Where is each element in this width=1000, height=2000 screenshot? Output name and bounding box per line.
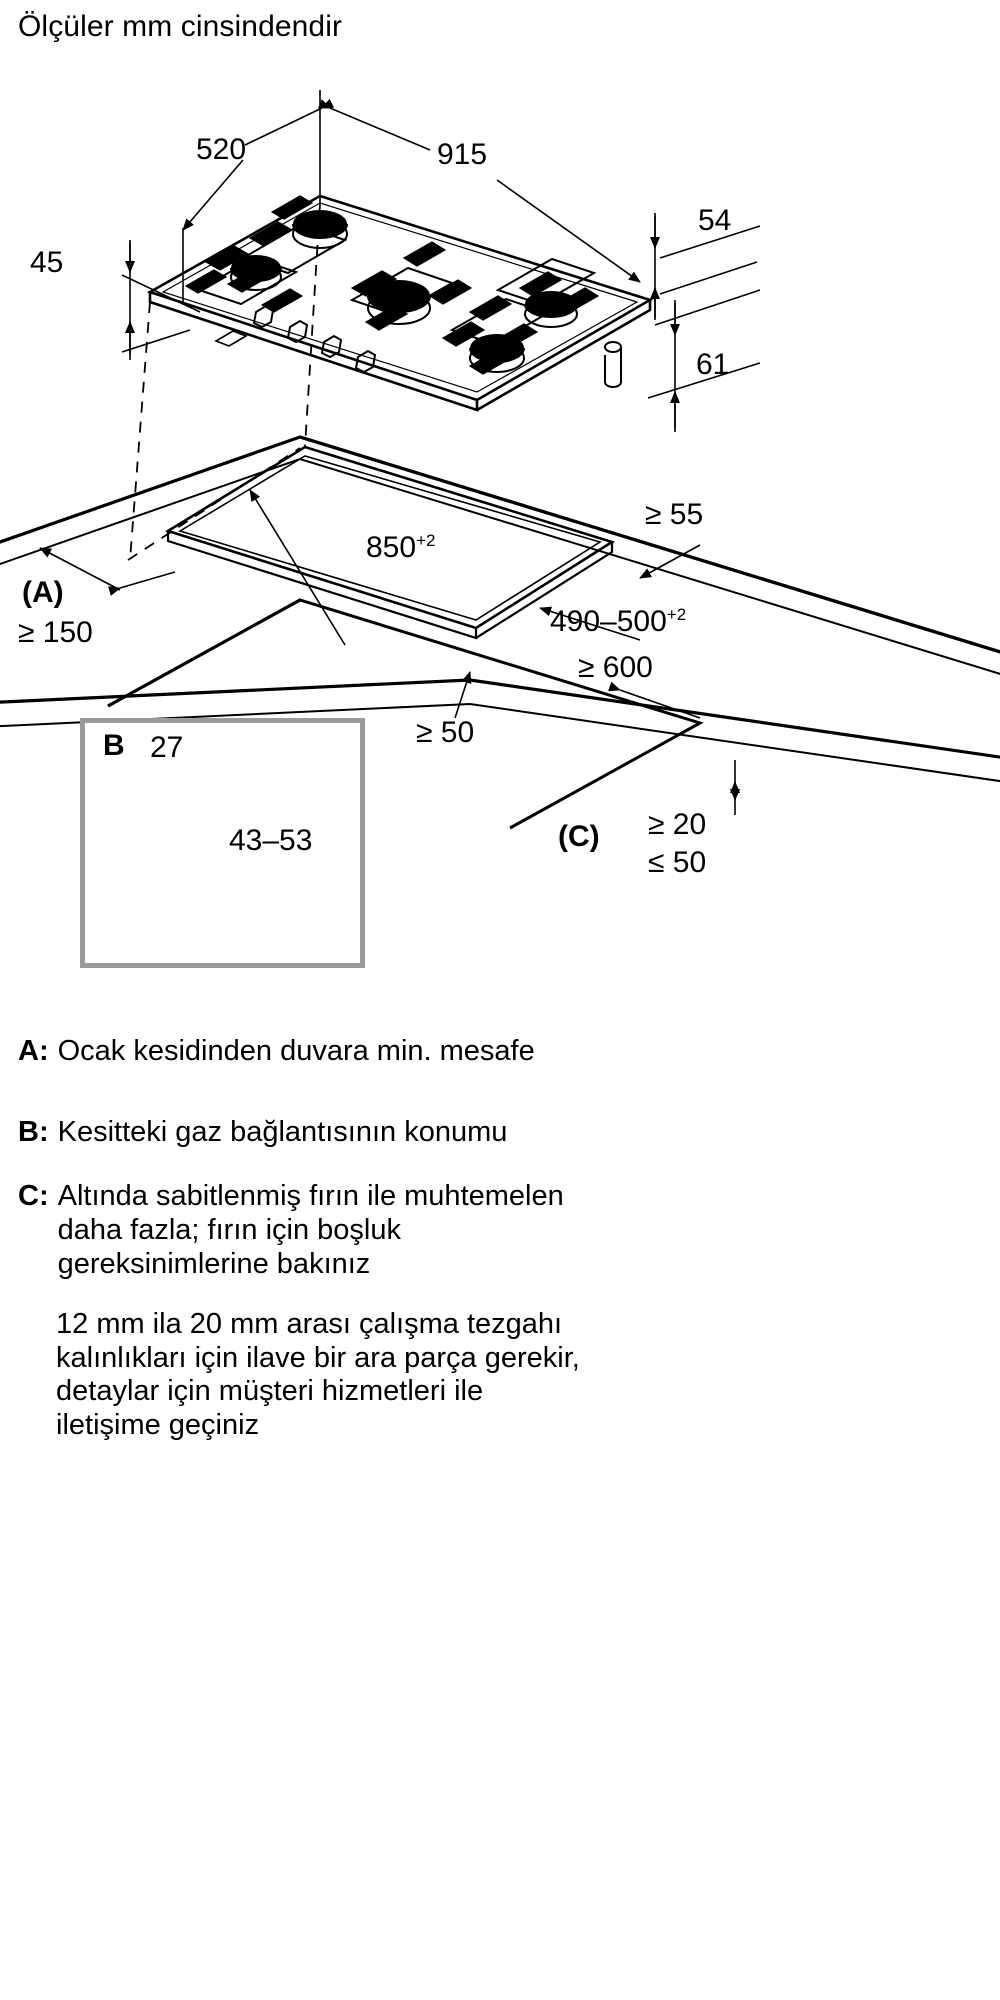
legend-row-a: A: Ocak kesidinden duvara min. mesafe xyxy=(18,1035,778,1069)
legend-row-b: B: Kesitteki gaz bağlantısının konumu xyxy=(18,1116,778,1150)
dim-cutout-width-tolerance: +2 xyxy=(416,531,436,550)
legend-block: A: Ocak kesidinden duvara min. mesafe B:… xyxy=(18,1035,778,1443)
dim-front-min-50: ≥ 50 xyxy=(416,716,475,749)
dim-depth-520: 520 xyxy=(196,133,247,166)
legend-note-line2: kalınlıkları için ilave bir ara parça ge… xyxy=(56,1341,580,1374)
dim-c-min-20: ≥ 20 xyxy=(648,808,707,841)
legend-row-c: C: Altında sabitlenmiş fırın ile muhteme… xyxy=(18,1180,778,1282)
page-title: Ölçüler mm cinsindendir xyxy=(18,10,343,43)
dim-body-height-61: 61 xyxy=(696,348,730,381)
detail-b-label: B xyxy=(103,729,125,762)
countertop-isometric xyxy=(0,204,1000,830)
dimension-lines-cutout xyxy=(39,489,740,815)
legend-note-line4: iletişime geçiniz xyxy=(56,1409,260,1442)
legend-text-c-line3: gereksinimlerine bakınız xyxy=(57,1247,371,1280)
legend-text-a: Ocak kesidinden duvara min. mesafe xyxy=(57,1035,535,1067)
detail-b-dim-27: 27 xyxy=(150,731,184,764)
label-c: (C) xyxy=(558,820,600,853)
dim-c-max-50: ≤ 50 xyxy=(648,846,707,879)
dim-cutout-depth-value: 490–500 xyxy=(550,605,667,638)
dim-width-915: 915 xyxy=(437,138,488,171)
dim-cutout-width-value: 850 xyxy=(366,531,417,564)
legend-note: 12 mm ila 20 mm arası çalışma tezgahı ka… xyxy=(18,1308,778,1444)
dim-top-height-54: 54 xyxy=(698,204,732,237)
legend-spacer-3 xyxy=(18,1282,778,1308)
legend-note-line1: 12 mm ila 20 mm arası çalışma tezgahı xyxy=(56,1307,563,1340)
dim-front-edge-45: 45 xyxy=(30,246,64,279)
legend-key-b: B: xyxy=(18,1115,49,1148)
dimension-lines-top xyxy=(121,90,761,432)
legend-note-line3: detaylar için müşteri hizmetleri ile xyxy=(56,1375,484,1408)
legend-text-c: Altında sabitlenmiş fırın ile muhtemelen… xyxy=(58,1180,564,1282)
legend-text-b: Kesitteki gaz bağlantısının konumu xyxy=(57,1115,508,1148)
legend-text-c-line1: Altında sabitlenmiş fırın ile muhtemelen xyxy=(57,1179,564,1212)
legend-spacer-1 xyxy=(18,1069,778,1116)
dim-rear-min-55: ≥ 55 xyxy=(645,498,704,531)
legend-spacer-2 xyxy=(18,1150,778,1180)
dim-cutout-depth: 490–500+2 xyxy=(550,605,687,638)
dim-below-min-600: ≥ 600 xyxy=(578,651,653,684)
legend-key-c: C: xyxy=(18,1179,49,1212)
detail-b-dim-43-53: 43–53 xyxy=(229,824,313,857)
legend-key-a: A: xyxy=(18,1035,49,1067)
burners-and-grates xyxy=(184,195,600,375)
dim-cutout-width: 850+2 xyxy=(366,531,436,564)
dim-wall-min-150: ≥ 150 xyxy=(18,616,93,649)
legend-text-c-line2: daha fazla; fırın için boşluk xyxy=(57,1213,401,1246)
dim-cutout-depth-tolerance: +2 xyxy=(666,605,687,624)
detail-b-box xyxy=(80,718,365,968)
label-wall-a: (A) xyxy=(22,576,64,609)
